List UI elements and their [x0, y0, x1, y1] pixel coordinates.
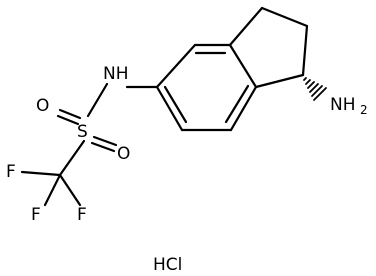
sulfonyl-bonds — [56, 108, 118, 153]
amine-subscript: 2 — [360, 103, 368, 117]
hashed-wedge-bond — [303, 77, 327, 101]
o-top-label: O — [36, 96, 49, 116]
s-label: S — [77, 122, 88, 142]
salt-label: HCl — [153, 255, 182, 275]
cf3-bonds — [20, 170, 82, 207]
benzene-ring — [155, 43, 258, 132]
o-bottom-label: O — [117, 144, 130, 164]
f-bottom-right-label: F — [77, 205, 87, 225]
f-left-label: F — [6, 162, 16, 182]
nh-label: NH — [103, 64, 129, 84]
f-bottom-left-label: F — [31, 205, 41, 225]
amine-label: NH — [330, 95, 356, 115]
s-c-bond — [58, 139, 86, 177]
cyclopentane-ring — [228, 6, 309, 89]
n-s-bond — [86, 82, 109, 118]
